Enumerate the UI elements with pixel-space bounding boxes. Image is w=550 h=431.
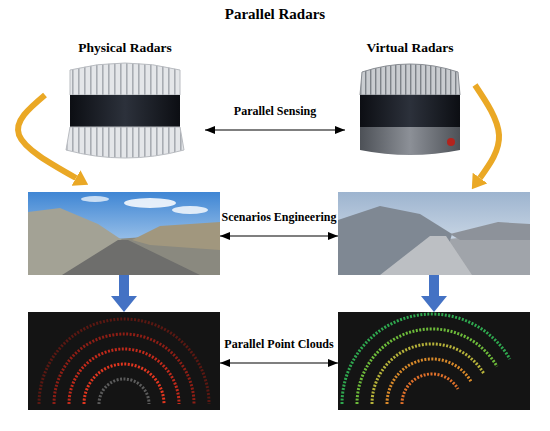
scene-road [380, 236, 472, 275]
cloud-background [338, 312, 530, 410]
scene-ridge [450, 222, 530, 240]
scene-cloud [124, 198, 176, 208]
point-ring [54, 334, 194, 404]
scene-road [62, 240, 200, 275]
point-ring [39, 319, 209, 404]
image-node [338, 312, 530, 410]
point-ring [357, 329, 497, 404]
flow-arrow [119, 275, 129, 296]
double-arrow [205, 129, 345, 130]
lidar-base [360, 127, 460, 155]
lidar-bottom-fins [66, 127, 184, 158]
virtual-lidar [360, 64, 460, 155]
edge-label: Scenarios Engineering [221, 210, 336, 224]
scene-cloud [81, 196, 109, 202]
scene-cloud [172, 206, 208, 214]
virtual-point-cloud [338, 312, 530, 410]
point-ring [342, 314, 510, 404]
lidar-band [70, 95, 180, 127]
scene-hill [132, 222, 220, 250]
physical-point-cloud [28, 312, 220, 410]
lidar-band [360, 95, 460, 127]
flow-arrow [18, 95, 76, 178]
physical-lidar [66, 63, 184, 158]
double-arrow [220, 362, 338, 363]
edge-label: Parallel Point Clouds [224, 337, 333, 351]
scene-sky [28, 192, 220, 275]
flow-arrow [475, 85, 499, 178]
double-arrow [220, 235, 338, 236]
point-ring [402, 374, 458, 404]
lidar-top-fins [70, 63, 180, 95]
flow-arrow [429, 275, 439, 296]
edge-label: Parallel Sensing [234, 104, 316, 118]
lidar-top-fins [360, 64, 460, 95]
image-node [338, 192, 530, 275]
image-node [28, 192, 220, 275]
point-ring [69, 349, 179, 404]
point-ring [99, 379, 149, 404]
virtual-scene [338, 192, 530, 275]
node-heading: Physical Radars [45, 40, 205, 56]
radar-node: Virtual Radars [345, 40, 475, 165]
image-node [28, 312, 220, 410]
scene-sky [338, 192, 530, 275]
cloud-background [28, 312, 220, 410]
point-ring [372, 344, 484, 404]
radar-node: Physical Radars [45, 40, 205, 165]
node-heading: Virtual Radars [345, 40, 475, 56]
physical-scene [28, 192, 220, 275]
lidar-indicator [447, 138, 455, 146]
point-ring [387, 359, 471, 404]
point-ring [84, 364, 164, 404]
diagram-title: Parallel Radars [0, 6, 550, 23]
